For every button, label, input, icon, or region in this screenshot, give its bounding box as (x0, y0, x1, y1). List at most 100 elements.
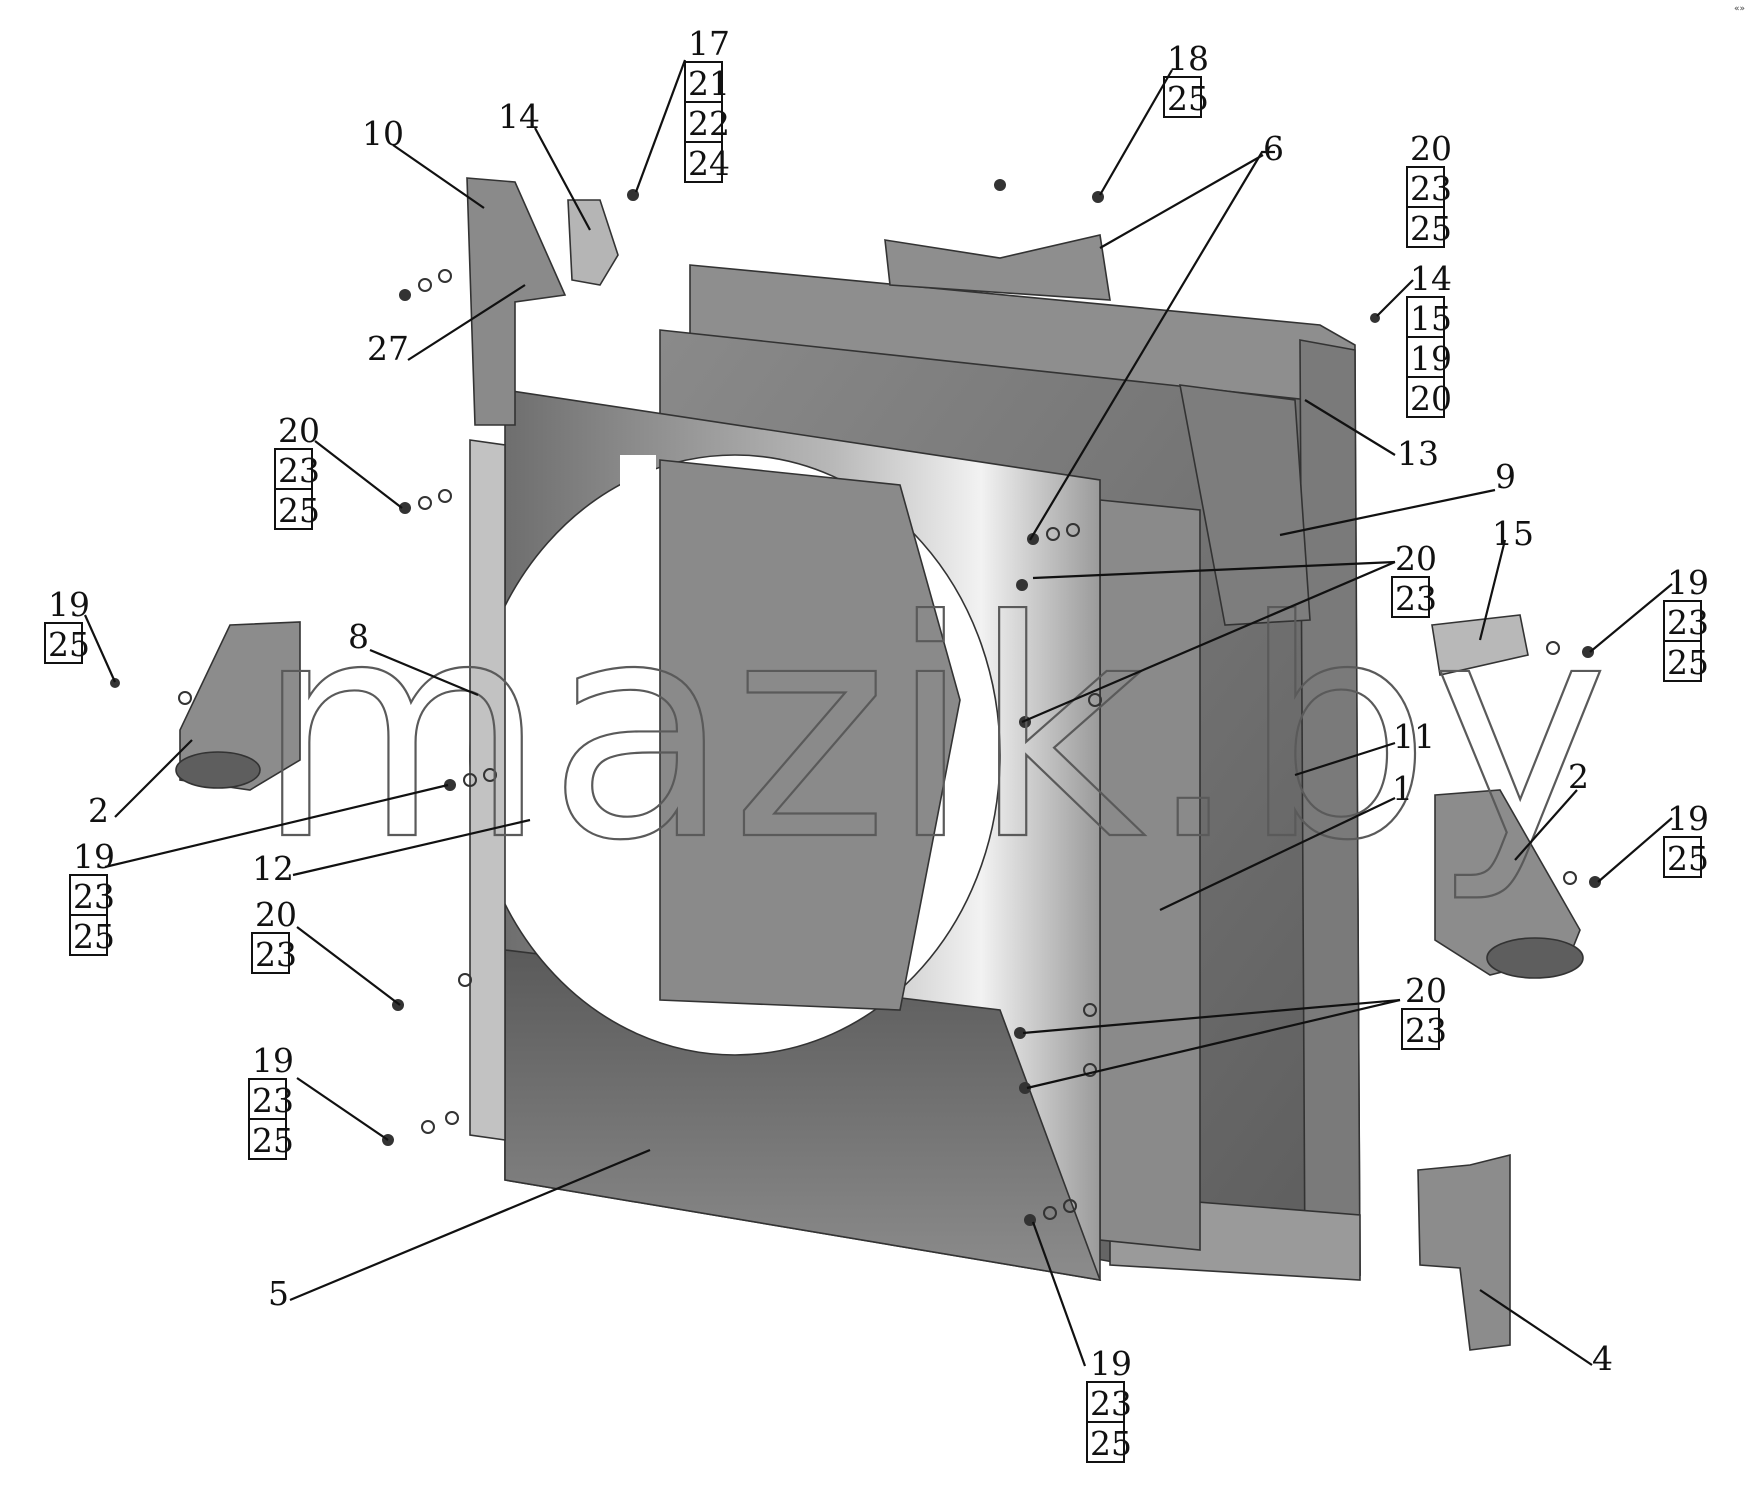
callout-number: 23 (1405, 1011, 1447, 1050)
part-label-2-right: 2 (1568, 757, 1589, 796)
callout-number: 25 (278, 491, 320, 530)
callout-number: 19 (1667, 563, 1709, 602)
corner-mark: «» (1733, 4, 1745, 14)
part-label-9: 9 (1495, 457, 1516, 496)
callout-number: 25 (73, 917, 115, 956)
callout-number: 19 (48, 585, 90, 624)
callout-number: 17 (688, 24, 730, 63)
bracket-6 (884, 234, 1111, 301)
callout-number: 25 (1410, 209, 1452, 248)
callout-box (1663, 836, 1702, 878)
callout-number: 22 (688, 104, 730, 143)
callout-number: 20 (255, 895, 297, 934)
callout-number: 15 (1410, 299, 1452, 338)
callout-number: 25 (1090, 1424, 1132, 1463)
callout-number: 19 (1410, 339, 1452, 378)
part-label-12: 12 (252, 849, 294, 888)
callout-number: 20 (1405, 971, 1447, 1010)
callout-box (44, 622, 83, 664)
callout-number: 19 (73, 837, 115, 876)
part-label-4: 4 (1592, 1339, 1613, 1378)
callout-number: 19 (1667, 799, 1709, 838)
part-number-labels: 10 14 6 27 13 9 15 8 11 1 2 2 12 5 4 (88, 97, 1613, 1378)
callout-box (69, 914, 108, 956)
bracket-15 (1431, 614, 1529, 676)
callout-number: 14 (1410, 259, 1452, 298)
callout-number: 23 (1395, 579, 1437, 618)
callout-box (1663, 640, 1702, 682)
mount-2-left (179, 621, 301, 791)
mount-2-right-pad (1486, 937, 1584, 979)
callout-box (684, 141, 723, 183)
callout-number: 25 (48, 625, 90, 664)
part-label-1: 1 (1392, 769, 1413, 808)
bracket-4 (1417, 1153, 1511, 1351)
callout-number: 23 (252, 1081, 294, 1120)
watermark: mazik.by (255, 557, 1609, 906)
callout-box (1406, 376, 1445, 418)
callout-number: 23 (1090, 1384, 1132, 1423)
callout-number: 20 (1395, 539, 1437, 578)
part-label-11: 11 (1393, 717, 1435, 756)
callout-number: 23 (1410, 169, 1452, 208)
part-label-2-left: 2 (88, 791, 109, 830)
part-label-27: 27 (367, 329, 409, 368)
fan-shroud (469, 389, 1102, 1282)
callout-number: 23 (255, 935, 297, 974)
callout-number: 20 (1410, 379, 1452, 418)
part-label-15: 15 (1492, 514, 1534, 553)
callout-box (274, 488, 313, 530)
callout-box (1086, 1421, 1125, 1463)
part-label-8: 8 (348, 617, 369, 656)
callout-number: 25 (252, 1121, 294, 1160)
part-label-10: 10 (362, 114, 404, 153)
callout-number: 20 (278, 411, 320, 450)
leader-lines (83, 59, 1673, 1367)
bracket-9 (1179, 384, 1311, 626)
callout-number: 23 (278, 451, 320, 490)
callout-number: 20 (1410, 129, 1452, 168)
callout-number: 18 (1167, 39, 1209, 78)
bracket-14 (567, 199, 619, 286)
callout-box (1406, 206, 1445, 248)
callout-stacks: 1721222418252023251415192020232519252023… (44, 24, 1709, 1463)
callout-number: 19 (252, 1041, 294, 1080)
callout-box (1391, 576, 1430, 618)
callout-box (1163, 76, 1202, 118)
mount-2-left-pad (175, 751, 261, 789)
callout-box (1401, 1008, 1440, 1050)
fan-opening-interior (659, 459, 961, 1011)
part-label-6: 6 (1263, 129, 1284, 168)
callout-box (251, 932, 290, 974)
callout-number: 25 (1667, 643, 1709, 682)
callout-number: 23 (73, 877, 115, 916)
bracket-10 (466, 177, 567, 426)
callout-number: 19 (1090, 1344, 1132, 1383)
part-label-5: 5 (268, 1274, 289, 1313)
callout-number: 25 (1167, 79, 1209, 118)
callout-box (248, 1118, 287, 1160)
callout-number: 24 (688, 144, 730, 183)
fan-shroud-left-flange (469, 439, 506, 1141)
part-label-13: 13 (1397, 434, 1439, 473)
callout-number: 21 (688, 64, 730, 103)
callout-number: 23 (1667, 603, 1709, 642)
fan-opening-gap (620, 455, 656, 995)
callout-number: 25 (1667, 839, 1709, 878)
